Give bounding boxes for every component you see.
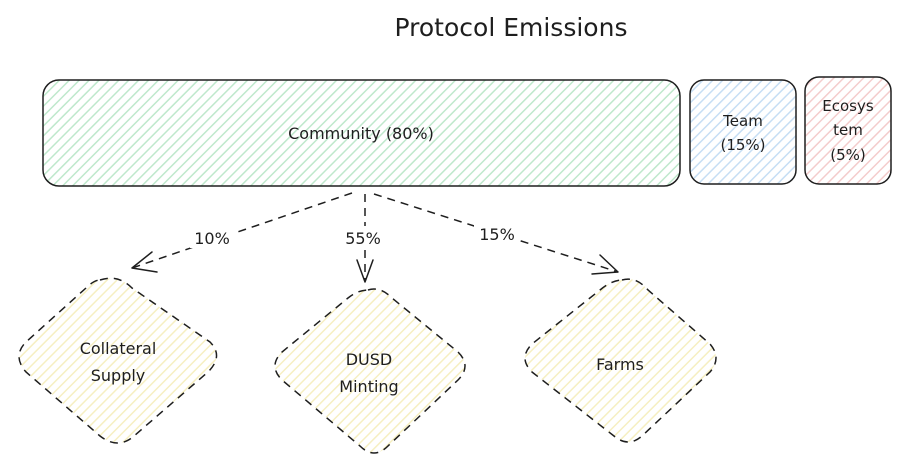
team-label-line-2: (15%) xyxy=(720,136,765,154)
community-box xyxy=(42,79,681,187)
ecosystem-label-line-1: Ecosys xyxy=(822,97,874,115)
farms-diamond xyxy=(524,278,717,443)
team-box xyxy=(689,79,797,185)
allocation-community: Community (80%) xyxy=(42,79,681,187)
dusd-minting-label-line-2: Minting xyxy=(339,377,398,396)
destination-farms: Farms xyxy=(524,278,717,443)
flow-label-farms: 15% xyxy=(474,222,520,244)
flow-label-text: 15% xyxy=(479,225,515,244)
dusd-minting-label-line-1: DUSD xyxy=(346,350,393,369)
flow-label-text: 10% xyxy=(194,229,230,248)
community-label: Community (80%) xyxy=(288,124,434,143)
flow-label-text: 55% xyxy=(345,229,381,248)
collateral-supply-label-line-1: Collateral xyxy=(80,339,157,358)
allocation-ecosystem: Ecosys tem (5%) xyxy=(804,76,892,185)
team-label-line-1: Team xyxy=(722,112,763,130)
flow-label-dusd-minting: 55% xyxy=(338,226,388,248)
collateral-supply-label-line-2: Supply xyxy=(91,366,146,385)
ecosystem-box xyxy=(804,76,892,185)
flow-arrow-collateral-supply xyxy=(131,192,353,273)
ecosystem-label-line-2: tem xyxy=(833,121,863,139)
collateral-supply-diamond xyxy=(18,277,218,444)
farms-label: Farms xyxy=(596,355,644,374)
diagram-title: Protocol Emissions xyxy=(395,13,628,42)
dusd-minting-diamond xyxy=(274,288,466,454)
destination-collateral-supply: Collateral Supply xyxy=(18,277,218,444)
destination-dusd-minting: DUSD Minting xyxy=(274,288,466,454)
allocation-team: Team (15%) xyxy=(689,79,797,185)
ecosystem-label-line-3: (5%) xyxy=(830,146,866,164)
flow-label-collateral-supply: 10% xyxy=(190,226,234,248)
